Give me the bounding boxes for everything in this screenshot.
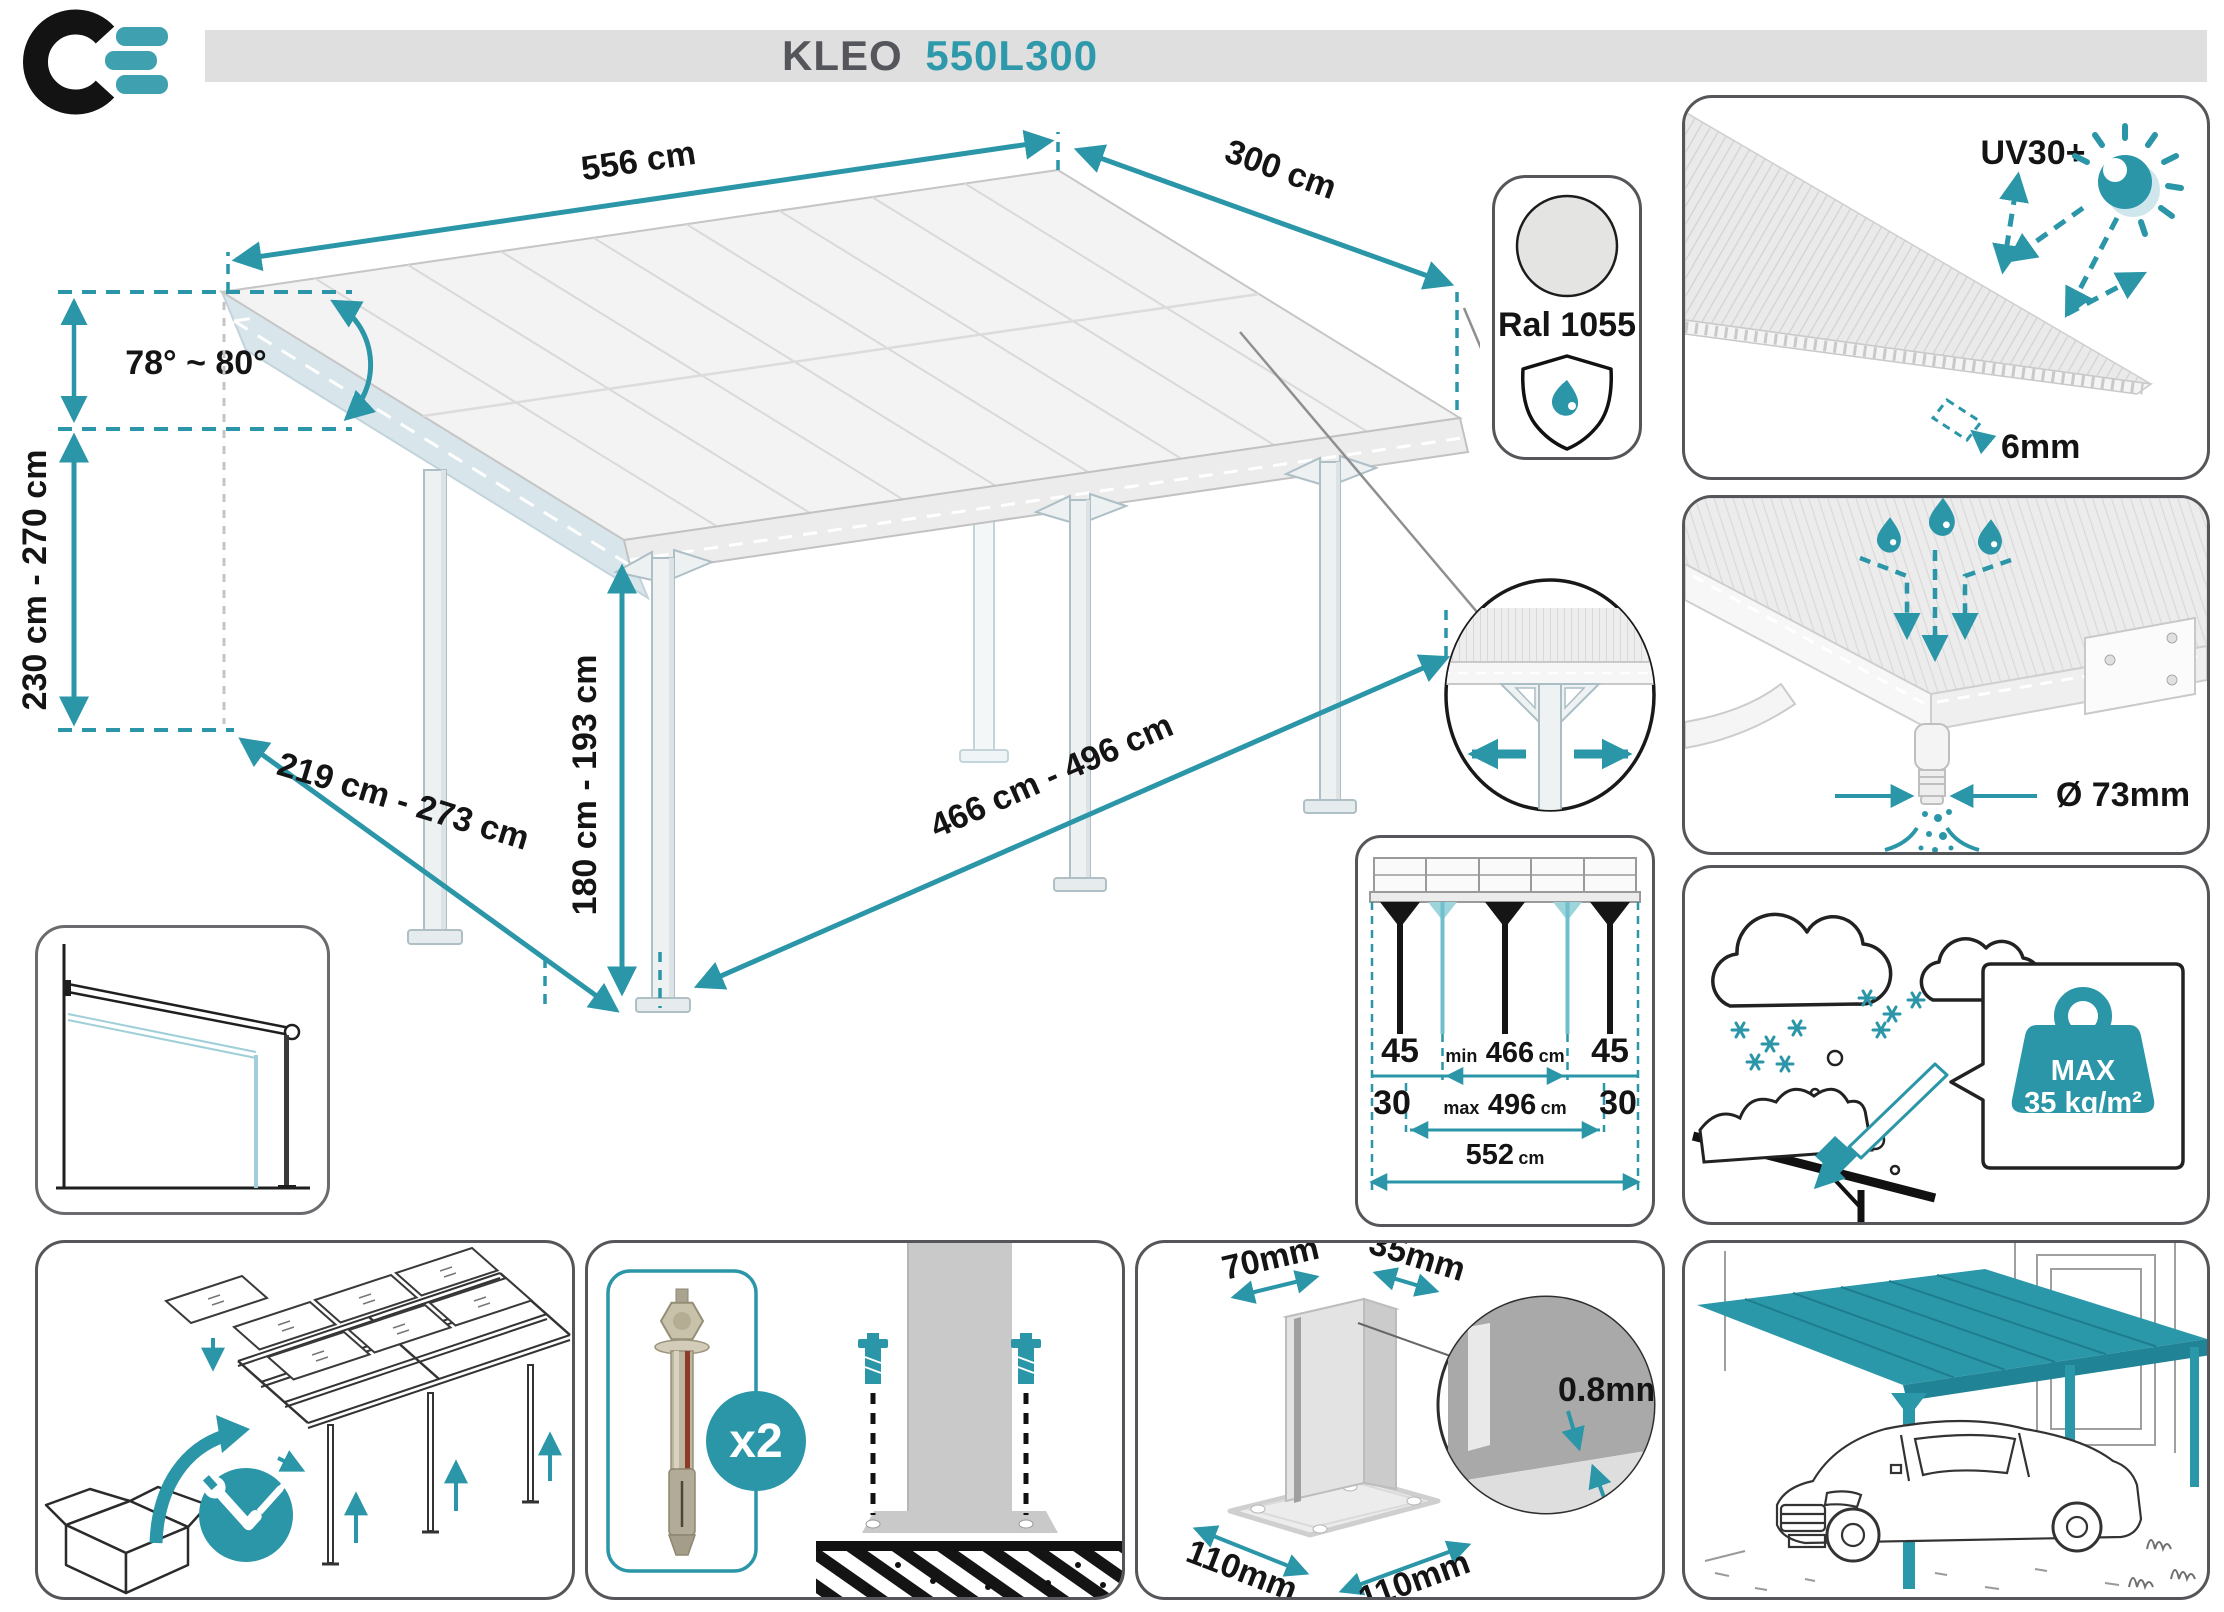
profile-panel [35,925,330,1215]
svg-text:0.8mm: 0.8mm [1558,1371,1662,1409]
concrete [816,1551,1122,1597]
svg-text:300 cm: 300 cm [1220,132,1341,207]
anchor-bolt [654,1288,710,1556]
svg-text:35 kg/m²: 35 kg/m² [2024,1087,2142,1119]
dim-diameter: Ø 73mm [1835,776,2190,814]
svg-text:556 cm: 556 cm [579,134,699,188]
svg-text:30: 30 [1373,1084,1411,1122]
drain-panel: Ø 73mm [1682,495,2210,855]
page-title: KLEO 550L300 [782,32,1098,80]
water-flow-arrows [1859,550,2012,663]
frame-posts [322,1364,539,1566]
bracket-detail [1444,578,1656,812]
wall-thickness-detail: 0.8mm [1436,1295,1662,1515]
thickness-callout: 6mm [1930,397,2080,466]
dim-height: 230 cm - 270 cm [16,302,234,732]
ground-sketch [1704,1550,2120,1591]
screw-icon [858,1333,1041,1515]
drain-spout [1914,723,1950,805]
panel-marks [207,1266,491,1362]
product-name: KLEO [782,32,903,79]
dim-post-depth: 35mm [1365,1243,1470,1297]
svg-text:Ø 73mm: Ø 73mm [2056,776,2190,814]
alt-posts [1428,902,1582,1034]
svg-text:UV30+: UV30+ [1981,134,2086,172]
dim-post-width: 70mm [1218,1243,1323,1304]
grass-sketch [2128,1539,2196,1591]
uv-reflection-arrows [1992,171,2147,318]
svg-text:45: 45 [1591,1032,1629,1070]
quantity-badge [706,1391,806,1491]
ce-logo [23,9,168,115]
color-panel: Ral 1055 [1492,175,1642,460]
svg-text:78° ~ 80°: 78° ~ 80° [125,344,267,382]
svg-text:552 cm: 552 cm [1466,1139,1545,1171]
wrench-screwdriver-icon [199,1468,293,1562]
cardboard-box [44,1485,210,1595]
weight-icon: MAX 35 kg/m² [2011,987,2155,1119]
dim-post-height: 180 cm - 193 cm [566,563,637,997]
svg-text:219 cm - 273 cm: 219 cm - 273 cm [273,745,534,858]
carport-roof [219,168,1470,576]
anchor-panel: x2 [585,1240,1125,1600]
assembly-panel [35,1240,575,1600]
shield-water-icon [1521,354,1613,451]
svg-text:35mm: 35mm [1365,1243,1470,1289]
svg-text:x2: x2 [729,1415,782,1468]
svg-text:6mm: 6mm [2001,428,2080,466]
product-model: 550L300 [925,32,1099,79]
spacing-panel: 45 min 466 cm 45 30 max 496 cm 30 552 cm [1355,835,1655,1227]
roof-panels-exploded [164,1246,534,1381]
car-panel [1682,1240,2210,1600]
water-spray [1884,809,1980,852]
dim-base-width: 110mm [1181,1525,1310,1597]
water-drop-icon [1877,498,2002,555]
assembly-arrows [201,1338,562,1543]
sun-icon [2072,123,2184,237]
svg-text:230 cm - 270 cm: 230 cm - 270 cm [16,450,54,711]
svg-text:min 466 cm: min 466 cm [1445,1037,1564,1069]
aluminium-post [1282,1297,1400,1503]
ral-swatch [1515,194,1619,298]
snow-panel: MAX 35 kg/m² [1682,865,2210,1225]
car-sketch [1775,1419,2143,1563]
svg-text:110mm: 110mm [1354,1543,1475,1597]
post-panel: 70mm 35mm 110mm 110mm 0.8mm [1135,1240,1665,1600]
svg-text:45: 45 [1381,1032,1419,1070]
title-banner [205,30,2207,82]
dim-angle: 78° ~ 80° [58,290,376,431]
uv-panel: UV30+ 6mm [1682,95,2210,480]
post-base [862,1243,1058,1533]
svg-text:max 496 cm: max 496 cm [1443,1089,1566,1121]
main-carport-diagram: 556 cm 300 cm 78° ~ 80° 230 cm - 270 cm … [16,129,1480,1013]
fixed-posts [1380,902,1630,1034]
snow-rake-icon [1813,1062,1949,1190]
svg-text:30: 30 [1599,1084,1637,1122]
svg-text:466 cm - 496 cm: 466 cm - 496 cm [925,706,1179,846]
svg-text:180 cm - 193 cm: 180 cm - 193 cm [566,655,604,916]
dim-base-depth: 110mm [1338,1540,1475,1597]
svg-text:MAX: MAX [2051,1055,2116,1087]
svg-text:Ral 1055: Ral 1055 [1498,306,1636,344]
